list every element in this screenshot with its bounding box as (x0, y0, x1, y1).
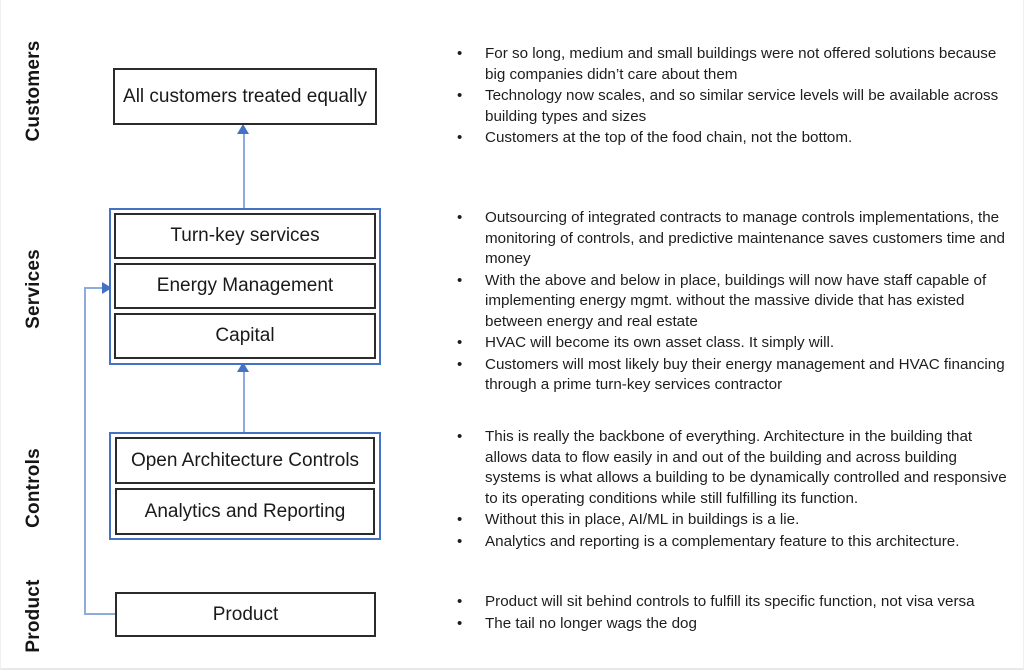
bullet-text: Technology now scales, and so similar se… (485, 87, 999, 125)
bullet-glyph: • (457, 355, 463, 373)
bullet-text: Without this in place, AI/ML in building… (485, 511, 800, 528)
box-product[interactable]: Product (115, 592, 376, 637)
bullet-text: HVAC will become its own asset class. It… (485, 334, 835, 351)
list-item: • Outsourcing of integrated contracts to… (451, 208, 1011, 270)
bullets-product: • Product will sit behind controls to fu… (451, 592, 1011, 635)
bullet-text: The tail no longer wags the dog (485, 614, 697, 632)
bullet-glyph: • (457, 428, 463, 445)
row-label-product: Product (23, 579, 44, 653)
bullet-text: With the above and below in place, build… (485, 271, 987, 330)
list-item: • For so long, medium and small building… (451, 44, 1011, 85)
row-label-services: Services (23, 249, 44, 329)
bullet-text: For so long, medium and small buildings … (485, 45, 997, 83)
bullet-glyph: • (457, 87, 463, 104)
bullet-glyph: • (457, 271, 463, 289)
bullet-text: Analytics and reporting is a complementa… (485, 532, 960, 550)
bullet-text: Outsourcing of integrated contracts to m… (485, 209, 1006, 267)
box-turn-key-services[interactable]: Turn-key services (114, 213, 376, 259)
connector-controls-to-services-arrowhead (237, 362, 249, 372)
list-item: • HVAC will become its own asset class. … (451, 333, 1011, 354)
connector-product-to-services-arrowhead (102, 282, 112, 294)
bullets-customers: • For so long, medium and small building… (451, 44, 1011, 150)
connector-product-to-services-segment-bottom (84, 613, 115, 615)
connector-services-to-customers-arrowhead (237, 124, 249, 134)
bullet-glyph: • (457, 532, 463, 550)
box-analytics-and-reporting[interactable]: Analytics and Reporting (115, 488, 375, 535)
row-label-customers: Customers (23, 40, 44, 142)
bullets-services: • Outsourcing of integrated contracts to… (451, 208, 1011, 397)
bullet-text: This is really the backbone of everythin… (485, 428, 1007, 507)
list-item: • Customers will most likely buy their e… (451, 355, 1011, 396)
bullet-text: Product will sit behind controls to fulf… (485, 593, 975, 610)
box-capital[interactable]: Capital (114, 313, 376, 359)
list-item: • Customers at the top of the food chain… (451, 128, 1011, 149)
list-item: • Product will sit behind controls to fu… (451, 592, 1011, 613)
bullet-glyph: • (457, 129, 463, 146)
list-item: • The tail no longer wags the dog (451, 614, 1011, 635)
bullet-glyph: • (457, 511, 463, 528)
list-item: • This is really the backbone of everyth… (451, 427, 1011, 509)
connector-services-to-customers-line (243, 128, 245, 208)
bullet-glyph: • (457, 614, 463, 632)
bullets-controls: • This is really the backbone of everyth… (451, 427, 1011, 553)
list-item: • With the above and below in place, bui… (451, 271, 1011, 333)
connector-product-to-services-segment-vertical (84, 287, 86, 615)
bullet-text: Customers at the top of the food chain, … (485, 129, 853, 146)
row-label-controls: Controls (23, 448, 44, 528)
bullet-glyph: • (457, 593, 463, 610)
list-item: • Technology now scales, and so similar … (451, 86, 1011, 127)
list-item: • Without this in place, AI/ML in buildi… (451, 510, 1011, 531)
connector-controls-to-services-line (243, 366, 245, 432)
bullet-glyph: • (457, 45, 463, 62)
bullet-text: Customers will most likely buy their ene… (485, 355, 1005, 394)
box-open-architecture-controls[interactable]: Open Architecture Controls (115, 437, 375, 484)
connector-product-to-services-segment-top (84, 287, 106, 289)
box-energy-management[interactable]: Energy Management (114, 263, 376, 309)
bullet-glyph: • (457, 209, 463, 226)
box-all-customers-treated-equally[interactable]: All customers treated equally (113, 68, 377, 125)
list-item: • Analytics and reporting is a complemen… (451, 532, 1011, 553)
bullet-glyph: • (457, 334, 463, 351)
